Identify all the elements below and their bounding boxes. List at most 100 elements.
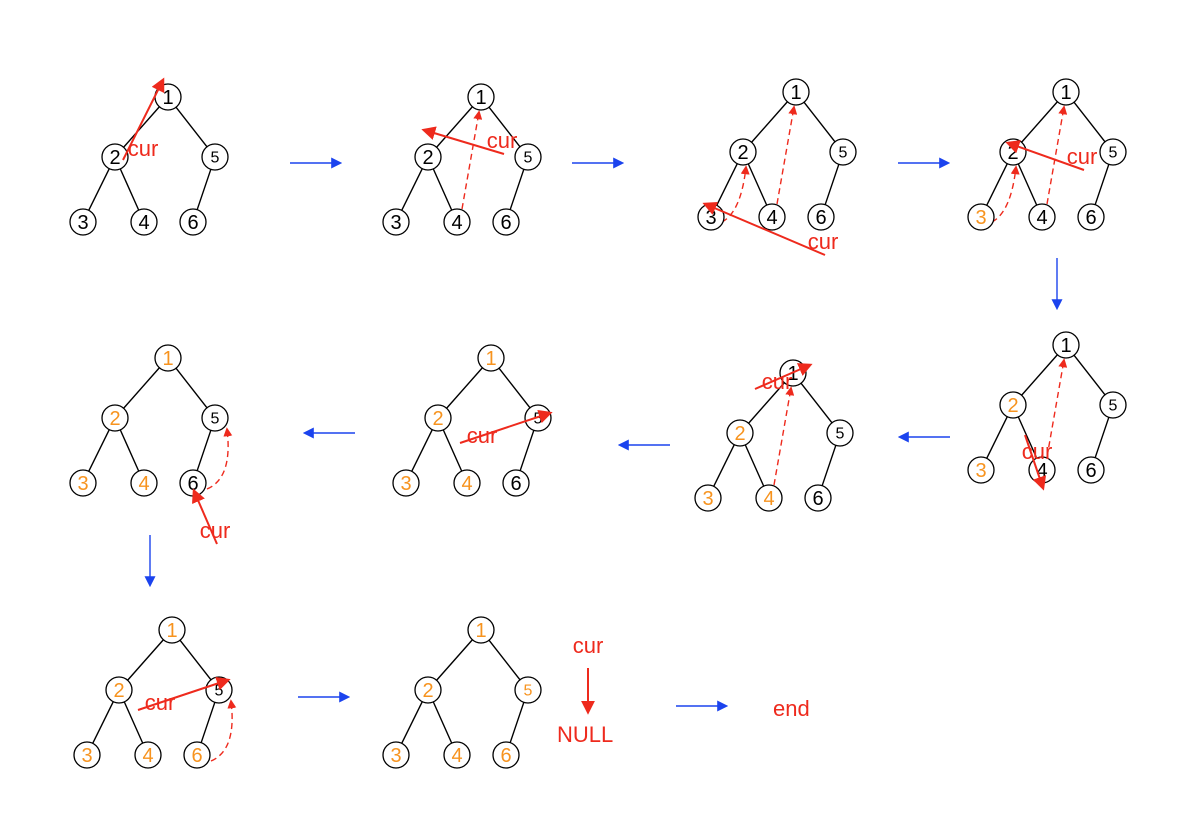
node-label-5: 5 bbox=[524, 150, 533, 167]
node-label-1: 1 bbox=[166, 620, 177, 642]
cur-label: cur bbox=[145, 690, 176, 715]
node-label-4: 4 bbox=[451, 745, 462, 767]
cur-pointer-arrow bbox=[1024, 434, 1047, 491]
node-6 bbox=[492, 208, 520, 236]
node-3 bbox=[73, 741, 101, 769]
tree-edge-1-5 bbox=[803, 101, 836, 143]
tree-edge-5-6 bbox=[1094, 164, 1110, 205]
tree-edge-2-3 bbox=[411, 429, 433, 472]
node-label-6: 6 bbox=[812, 488, 823, 510]
node-6 bbox=[804, 484, 832, 512]
node-label-4: 4 bbox=[142, 745, 153, 767]
step-arrows bbox=[144, 157, 1063, 712]
tree-edge-2-3 bbox=[88, 168, 110, 211]
tree-edge-1-5 bbox=[488, 639, 521, 681]
cur-label: cur bbox=[808, 229, 839, 254]
node-1 bbox=[154, 344, 182, 372]
node-label-5: 5 bbox=[1109, 145, 1118, 162]
cur-pointer-arrow bbox=[122, 77, 165, 161]
node-label-2: 2 bbox=[109, 408, 120, 430]
node-label-1: 1 bbox=[162, 348, 173, 370]
tree-edge-1-5 bbox=[1073, 354, 1106, 396]
node-3 bbox=[967, 203, 995, 231]
node-label-5: 5 bbox=[215, 683, 224, 700]
node-1 bbox=[1052, 331, 1080, 359]
tree-edge-2-4 bbox=[1017, 416, 1038, 459]
node-3 bbox=[69, 208, 97, 236]
node-label-4: 4 bbox=[766, 207, 777, 229]
node-label-4: 4 bbox=[461, 473, 472, 495]
cur-pointer-arrow bbox=[754, 363, 813, 390]
node-2 bbox=[729, 138, 757, 166]
thread-4-to-1 bbox=[773, 386, 795, 486]
tree-edge-5-6 bbox=[519, 430, 535, 471]
node-3 bbox=[382, 741, 410, 769]
thread-4-to-1 bbox=[461, 110, 483, 210]
cur-label: cur bbox=[1067, 144, 1098, 169]
tree-edge-2-3 bbox=[713, 444, 735, 487]
tree-edge-2-4 bbox=[744, 444, 765, 487]
node-4 bbox=[758, 203, 786, 231]
cur-pointer-arrow bbox=[702, 201, 826, 256]
thread-4-to-1 bbox=[1046, 358, 1068, 458]
tree-edge-1-2 bbox=[123, 367, 160, 409]
thread-6-to-5 bbox=[206, 427, 233, 490]
cur-label: cur bbox=[200, 518, 231, 543]
node-label-3: 3 bbox=[975, 460, 986, 482]
terminal-labels: NULL end bbox=[557, 696, 810, 747]
tree-edge-2-4 bbox=[123, 701, 144, 744]
node-label-2: 2 bbox=[1007, 395, 1018, 417]
cur-pointer-arrow bbox=[192, 488, 218, 545]
node-1 bbox=[477, 344, 505, 372]
node-1 bbox=[1052, 78, 1080, 106]
node-label-5: 5 bbox=[1109, 398, 1118, 415]
tree-edge-2-3 bbox=[88, 429, 110, 472]
tree-edge-5-6 bbox=[509, 169, 525, 210]
node-6 bbox=[179, 208, 207, 236]
node-1 bbox=[158, 616, 186, 644]
node-label-6: 6 bbox=[1085, 460, 1096, 482]
tree-edge-1-5 bbox=[175, 106, 208, 148]
node-4 bbox=[130, 208, 158, 236]
node-label-1: 1 bbox=[787, 363, 798, 385]
node-6 bbox=[183, 741, 211, 769]
node-label-2: 2 bbox=[422, 147, 433, 169]
node-label-2: 2 bbox=[109, 147, 120, 169]
tree-edge-2-3 bbox=[401, 701, 423, 744]
node-label-3: 3 bbox=[390, 745, 401, 767]
cur-pointer-arrow bbox=[1005, 140, 1085, 171]
node-label-3: 3 bbox=[81, 745, 92, 767]
node-label-2: 2 bbox=[422, 680, 433, 702]
node-5 bbox=[514, 676, 542, 704]
node-label-6: 6 bbox=[500, 745, 511, 767]
node-6 bbox=[492, 741, 520, 769]
node-label-1: 1 bbox=[1060, 335, 1071, 357]
node-6 bbox=[807, 203, 835, 231]
tree-edge-2-4 bbox=[119, 168, 140, 211]
tree-edge-2-3 bbox=[716, 163, 738, 206]
node-4 bbox=[453, 469, 481, 497]
node-label-1: 1 bbox=[475, 87, 486, 109]
node-label-3: 3 bbox=[400, 473, 411, 495]
tree-edge-1-2 bbox=[1021, 354, 1058, 396]
tree-edge-1-2 bbox=[436, 106, 473, 148]
node-label-5: 5 bbox=[211, 411, 220, 428]
thread-6-to-5 bbox=[210, 699, 237, 762]
node-label-3: 3 bbox=[702, 488, 713, 510]
node-label-1: 1 bbox=[475, 620, 486, 642]
node-2 bbox=[105, 676, 133, 704]
node-2 bbox=[101, 143, 129, 171]
tree-edge-2-3 bbox=[92, 701, 114, 744]
thread-3-to-2 bbox=[991, 165, 1020, 223]
node-4 bbox=[443, 741, 471, 769]
tree-edge-1-2 bbox=[123, 106, 160, 148]
tree-edge-2-4 bbox=[747, 163, 768, 206]
